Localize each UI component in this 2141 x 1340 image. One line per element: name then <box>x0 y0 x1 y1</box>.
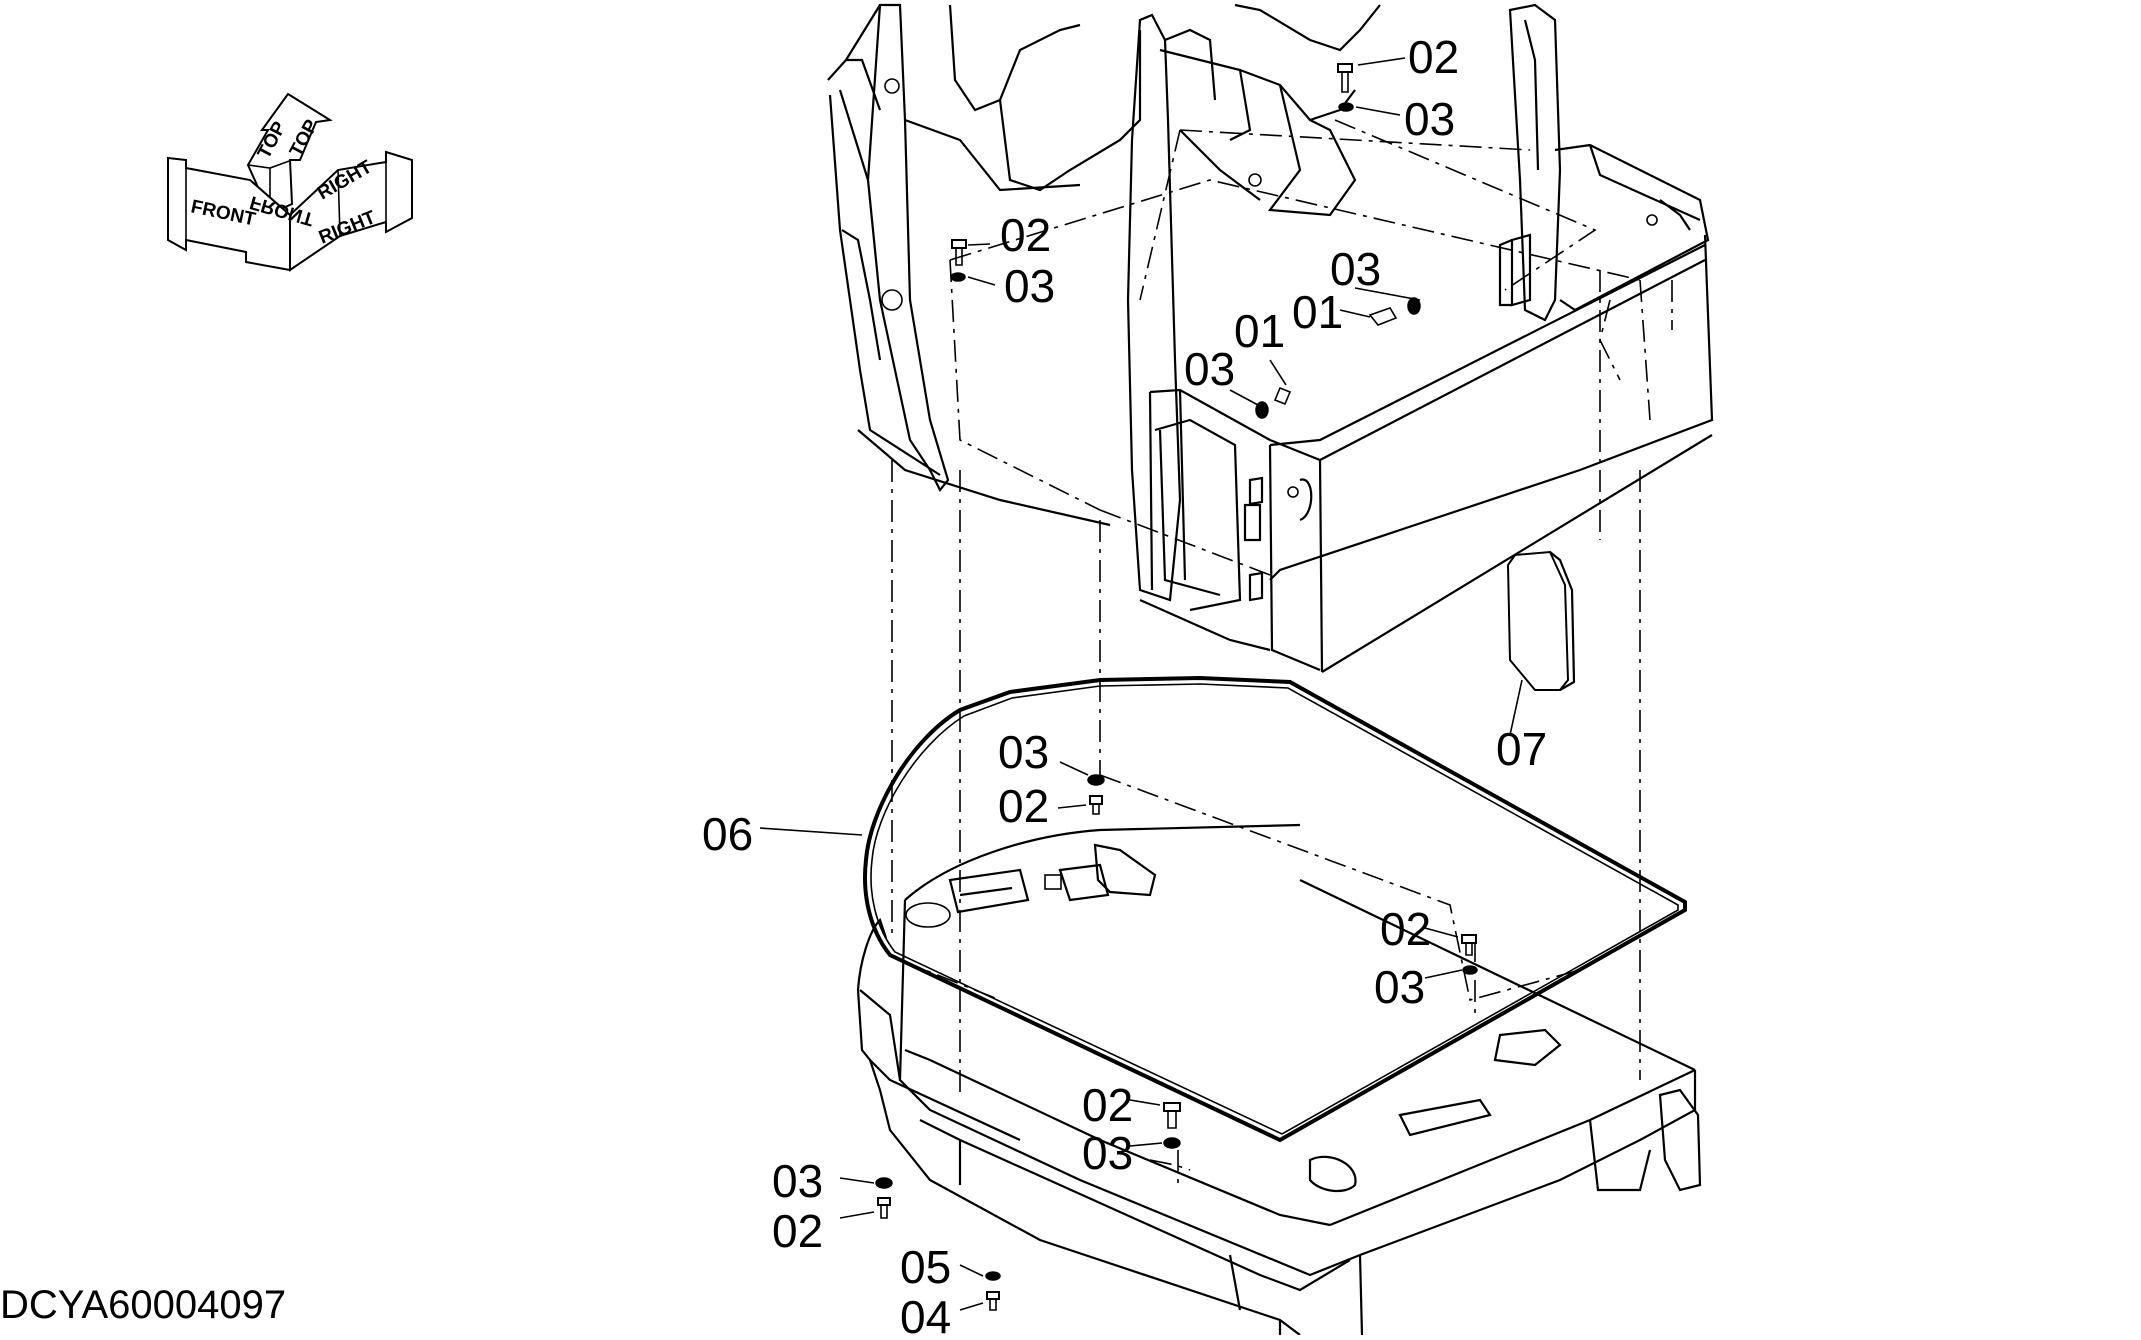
alignment-lines <box>891 270 1673 1185</box>
callout-label: 03 <box>998 726 1049 778</box>
callout-label: 05 <box>900 1241 951 1293</box>
callout-label: 02 <box>1408 31 1459 83</box>
callout-label: 03 <box>1004 260 1055 312</box>
orientation-indicator: TOP TOP FRONT FRONT RIGHT RIGHT <box>167 92 413 272</box>
drawing-code: DCYA60004097 <box>0 1283 287 1327</box>
callout-label: 02 <box>1082 1079 1133 1131</box>
hardware <box>875 63 1478 1311</box>
callout-label: 02 <box>998 780 1049 832</box>
leader-lines <box>759 57 1523 1311</box>
callout-label: 03 <box>772 1155 823 1207</box>
callout-label: 03 <box>1184 343 1235 395</box>
callout-label: 03 <box>1404 93 1455 145</box>
callout-label: 02 <box>772 1205 823 1257</box>
callout-label: 07 <box>1496 723 1547 775</box>
callout-label: 03 <box>1374 961 1425 1013</box>
callout-label: 02 <box>1000 209 1051 261</box>
callout-label: 01 <box>1234 305 1285 357</box>
callout-label: 03 <box>1330 243 1381 295</box>
callout-label: 01 <box>1292 286 1343 338</box>
callout-label: 03 <box>1082 1127 1133 1179</box>
callout-label: 02 <box>1380 903 1431 955</box>
callout-labels: 02 03 02 03 03 01 01 03 07 03 02 06 02 0… <box>702 31 1547 1340</box>
callout-label: 06 <box>702 808 753 860</box>
part-07-pad <box>1506 550 1576 691</box>
floor-plate <box>856 774 1702 1336</box>
cab-frame <box>827 3 1714 673</box>
callout-label: 04 <box>900 1291 951 1335</box>
part-06-floor-mat <box>863 675 1687 1143</box>
